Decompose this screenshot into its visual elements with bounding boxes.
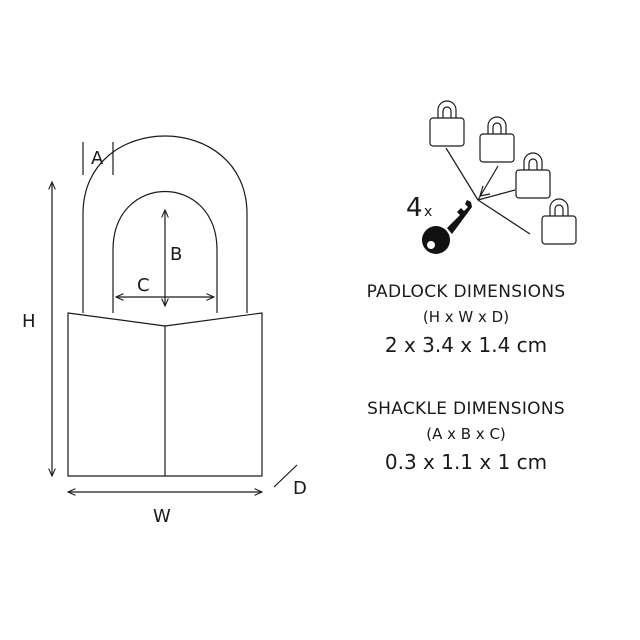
key-line-arrow <box>479 185 491 197</box>
key-line <box>477 165 499 201</box>
padlock-icon <box>429 100 465 147</box>
shackle-dimensions-formula: (A x B x C) <box>426 425 506 443</box>
key-line <box>477 199 531 235</box>
label-a: A <box>91 148 104 169</box>
shackle-dimensions-value: 0.3 x 1.1 x 1 cm <box>384 450 548 474</box>
padlock-drawing <box>67 135 263 477</box>
shackle-inner-outline <box>112 191 218 313</box>
key-line <box>477 189 516 201</box>
key-icon <box>422 200 472 254</box>
padlock-dimensions-formula: (H x W x D) <box>422 308 510 326</box>
key-lines <box>445 147 531 235</box>
dimension-lines <box>52 142 298 492</box>
label-h: H <box>22 311 36 332</box>
label-w: W <box>153 506 171 527</box>
padlock-icon <box>541 198 577 245</box>
label-d: D <box>293 478 307 499</box>
padlock-icon <box>479 116 515 163</box>
dimension-d-line <box>273 464 298 488</box>
label-c: C <box>137 275 150 296</box>
padlock-icon <box>515 152 551 199</box>
shackle-dimensions-block: SHACKLE DIMENSIONS (A x B x C) 0.3 x 1.1… <box>330 398 602 476</box>
label-b: B <box>170 244 182 265</box>
padlock-body <box>67 312 263 477</box>
key-line <box>445 147 479 201</box>
keyed-alike-illustration: 4 x <box>406 100 577 254</box>
shackle-dimensions-title: SHACKLE DIMENSIONS <box>367 399 565 419</box>
shackle-outline <box>82 135 248 313</box>
key-count: 4 <box>406 193 423 223</box>
padlock-dimensions-value: 2 x 3.4 x 1.4 cm <box>384 333 548 357</box>
key-count-suffix: x <box>424 204 432 220</box>
padlock-dimensions-block: PADLOCK DIMENSIONS (H x W x D) 2 x 3.4 x… <box>330 281 602 359</box>
padlock-dimensions-title: PADLOCK DIMENSIONS <box>366 282 566 302</box>
